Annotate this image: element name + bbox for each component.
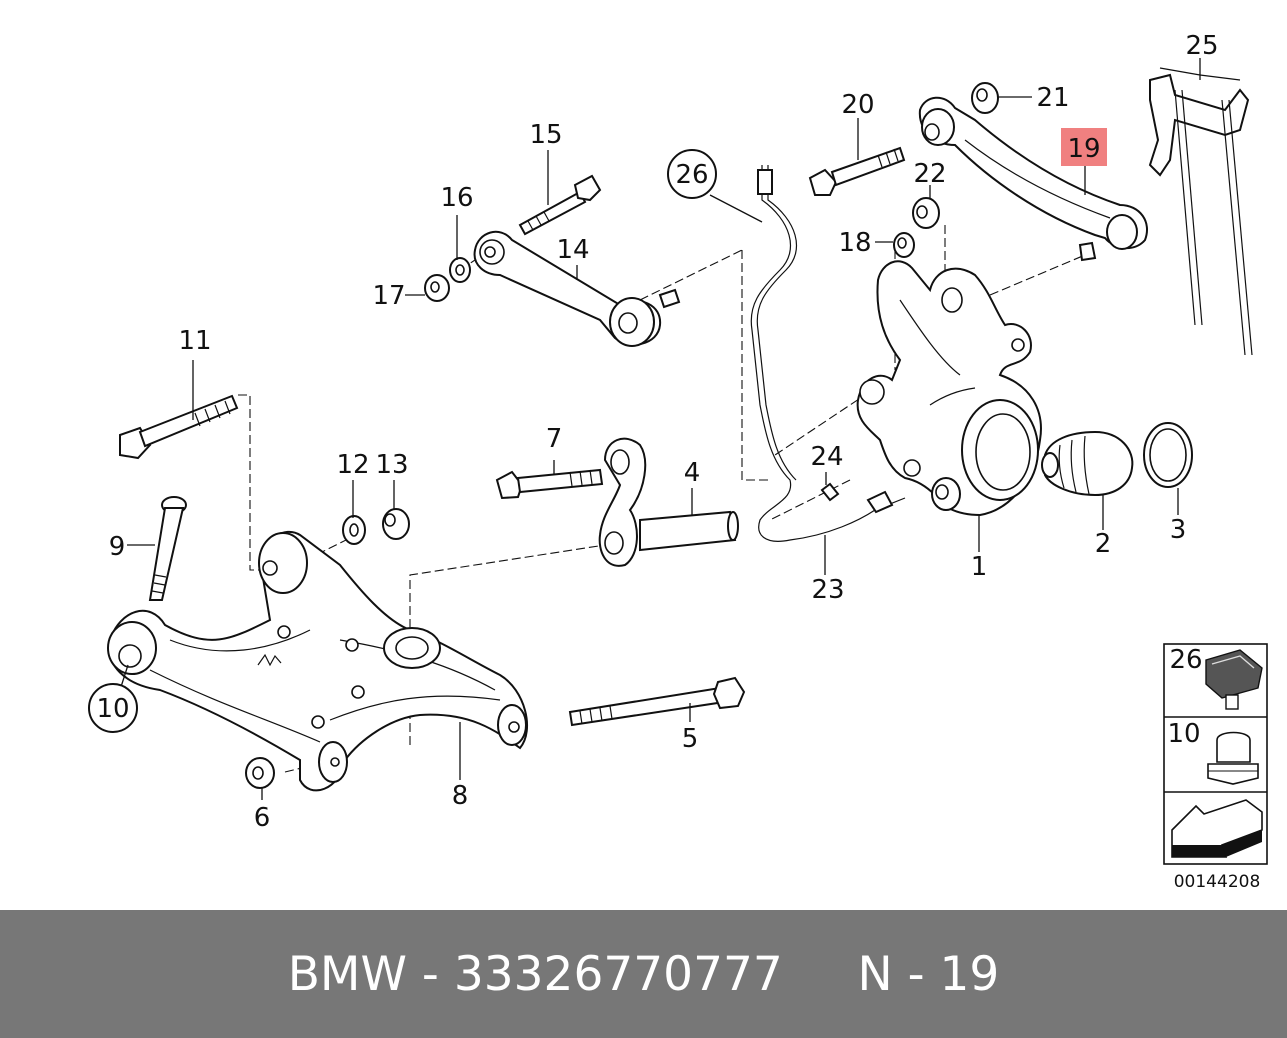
position-label: N - 19	[857, 946, 1000, 1002]
circlip-part-3[interactable]	[1143, 422, 1193, 488]
sensor-connector-icon	[1205, 649, 1263, 710]
part-labels: 1 2 3 4 5 6 7 8 9 11 12 13 14 15 16 17 1…	[109, 31, 1219, 833]
diagram-canvas: 1 2 3 4 5 6 7 8 9 11 12 13 14 15 16 17 1…	[88, 31, 1268, 892]
bolt-part-5[interactable]	[568, 676, 746, 727]
bracket-part-25[interactable]	[1148, 67, 1253, 356]
legend-item-sensor[interactable]: 26	[1169, 645, 1263, 710]
nut-part-22[interactable]	[912, 197, 940, 229]
label-24[interactable]: 24	[810, 442, 843, 472]
label-5[interactable]: 5	[682, 724, 699, 754]
bolt-part-20[interactable]	[808, 146, 906, 196]
label-4[interactable]: 4	[684, 458, 701, 488]
label-25[interactable]: 25	[1185, 31, 1218, 61]
circled-label-26[interactable]: 26	[667, 149, 717, 199]
label-9[interactable]: 9	[109, 532, 126, 562]
label-22[interactable]: 22	[913, 159, 946, 189]
washer-part-12[interactable]	[342, 515, 366, 545]
washer-part-16[interactable]	[449, 257, 471, 283]
separator: -	[421, 946, 439, 1002]
label-26: 26	[675, 160, 708, 190]
label-1[interactable]: 1	[971, 552, 988, 582]
highlight-box	[1061, 128, 1107, 166]
label-6[interactable]: 6	[254, 803, 271, 833]
highlighted-label-19[interactable]: 19	[1061, 128, 1107, 166]
label-13[interactable]: 13	[375, 450, 408, 480]
nut-part-6[interactable]	[245, 757, 275, 789]
label-14[interactable]: 14	[556, 235, 589, 265]
legend-label-10: 10	[1167, 719, 1200, 749]
label-18[interactable]: 18	[838, 228, 871, 258]
brand-name: BMW	[287, 946, 407, 1002]
label-3[interactable]: 3	[1170, 515, 1187, 545]
cap-nut-icon	[1207, 731, 1259, 785]
legend-item-nut[interactable]: 10	[1167, 719, 1259, 785]
bushing-part-21[interactable]	[971, 82, 999, 114]
footer-caption: BMW - 33326770777 N - 19	[0, 910, 1287, 1038]
bushing-part-2[interactable]	[1041, 430, 1134, 497]
label-12[interactable]: 12	[336, 450, 369, 480]
spacer	[783, 947, 858, 1002]
label-16[interactable]: 16	[440, 183, 473, 213]
label-2[interactable]: 2	[1095, 529, 1112, 559]
direction-arrow-icon	[1171, 799, 1263, 858]
bolt-part-9[interactable]	[148, 496, 187, 601]
label-15[interactable]: 15	[529, 120, 562, 150]
part-number: 33326770777	[453, 946, 783, 1002]
label-17[interactable]: 17	[372, 281, 405, 311]
screw-part-24[interactable]	[820, 482, 840, 502]
label-10: 10	[96, 694, 129, 724]
bolt-part-15[interactable]	[518, 174, 602, 236]
circled-label-10[interactable]: 10	[88, 683, 138, 733]
control-arm-part-19[interactable]	[918, 96, 1148, 262]
label-20[interactable]: 20	[841, 90, 874, 120]
parts-diagram: 1 2 3 4 5 6 7 8 9 11 12 13 14 15 16 17 1…	[88, 31, 1268, 892]
label-23[interactable]: 23	[811, 575, 844, 605]
control-arm-part-14[interactable]	[473, 230, 681, 347]
nut-part-13[interactable]	[382, 508, 410, 540]
spacer	[439, 947, 454, 1002]
rod-part-4[interactable]	[639, 510, 739, 552]
legend-panel: 26 10	[1163, 643, 1268, 865]
subframe-part-8[interactable]	[107, 530, 529, 792]
bolt-part-7[interactable]	[495, 468, 604, 500]
leader-lines	[119, 58, 1201, 800]
bolt-part-11[interactable]	[119, 394, 239, 460]
footer-bar: BMW - 33326770777 N - 19	[0, 910, 1287, 1038]
washer-part-18[interactable]	[893, 232, 915, 258]
label-11[interactable]: 11	[178, 326, 211, 356]
nut-part-17[interactable]	[424, 274, 450, 302]
link-part-7[interactable]	[598, 437, 647, 567]
spacer	[407, 947, 422, 1002]
wheel-carrier-part-1[interactable]	[856, 260, 1042, 517]
label-21[interactable]: 21	[1036, 83, 1069, 113]
diagram-code: 00144208	[1174, 872, 1261, 892]
legend-label-26: 26	[1169, 645, 1202, 675]
label-19: 19	[1067, 134, 1100, 164]
label-7[interactable]: 7	[546, 424, 563, 454]
label-8[interactable]: 8	[452, 781, 469, 811]
speed-sensor-part-23[interactable]	[750, 165, 906, 542]
